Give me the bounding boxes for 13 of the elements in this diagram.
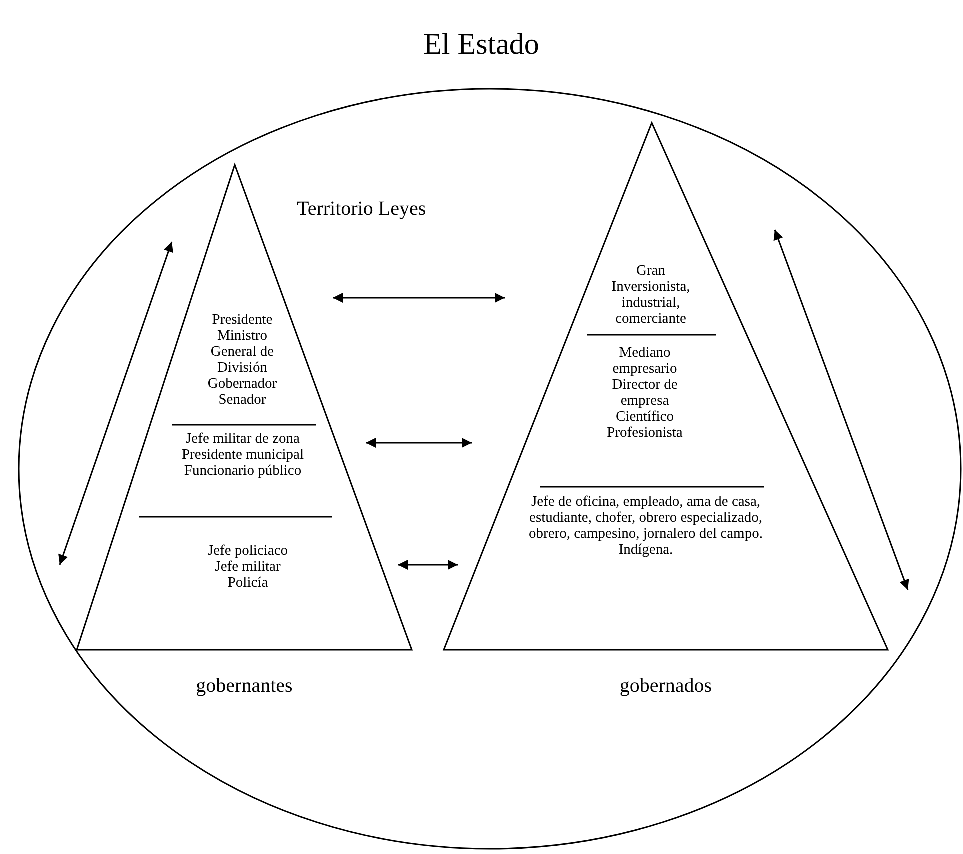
pyramid-tier-text: Jefe policiaco Jefe militar Policía <box>198 543 298 591</box>
double-arrow <box>398 560 458 570</box>
pyramid-tier-text: Presidente Ministro General de División Gobernador Senador <box>195 312 290 408</box>
pyramid-tier-text: Mediano empresario Director de empresa Científico Profesionista <box>595 345 695 441</box>
double-arrow <box>333 293 505 303</box>
ellipse-label: Territorio Leyes <box>297 198 426 221</box>
double-arrow <box>366 438 472 448</box>
pyramid-heading: gobernantes <box>195 675 294 698</box>
pyramid-heading: gobernados <box>618 675 714 698</box>
pyramid-tier-text: Jefe de oficina, empleado, ama de casa, estudiante, chofer, obrero especializado, obrero, campesino, jornalero del campo. Indígena. <box>526 494 766 558</box>
pyramid-tier-text: Jefe militar de zona Presidente municipal Funcionario público <box>158 431 328 479</box>
pyramid-tier-text: Gran Inversionista, industrial, comerciante <box>601 263 701 327</box>
diagram-title: El Estado <box>422 28 540 62</box>
